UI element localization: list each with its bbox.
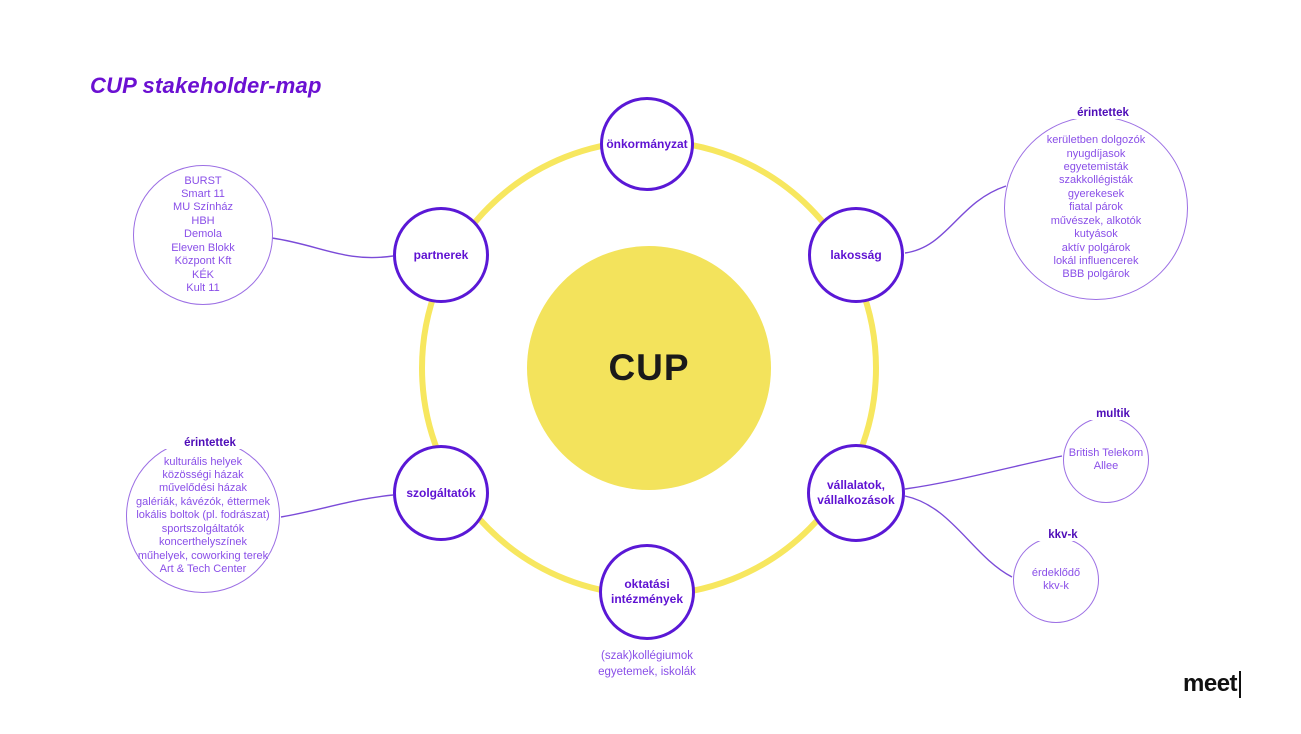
multik-items: British Telekom Allee <box>1068 446 1144 472</box>
node-partnerek-label: partnerek <box>413 247 469 262</box>
connector-partners-list <box>271 237 394 259</box>
center-cup-label: CUP <box>608 347 690 388</box>
szolgaltatok-erintettek-label: érintettek <box>126 437 294 449</box>
node-oktatasi-intezmenyek: oktatási intézmények <box>599 544 695 640</box>
lakossag-erintettek-items: kerületben dolgozók nyugdíjasok egyetemi… <box>1046 134 1146 281</box>
kkvk-label-text: kkv-k <box>1042 529 1084 541</box>
satellite-multik: British Telekom Allee <box>1063 417 1149 503</box>
node-szolgaltatok: szolgáltatók <box>393 445 489 541</box>
node-vallalatok: vállalatok, vállalkozások <box>807 444 905 542</box>
szolgaltatok-erintettek-label-text: érintettek <box>178 437 242 449</box>
node-onkormanyzat: önkormányzat <box>600 97 694 191</box>
kkvk-label: kkv-k <box>1013 529 1113 541</box>
lakossag-erintettek-label: érintettek <box>1004 107 1202 119</box>
logo-cursor-bar <box>1239 670 1242 698</box>
connector-lakossag-erintettek <box>904 185 1007 254</box>
lakossag-erintettek-label-text: érintettek <box>1071 107 1135 119</box>
satellite-partners-list: BURST Smart 11 MU Színház HBH Demola Ele… <box>133 165 273 305</box>
satellite-kkvk: érdeklődő kkv-k <box>1013 537 1099 623</box>
page-title: CUP stakeholder-map <box>90 73 322 98</box>
center-cup-circle: CUP <box>527 246 771 490</box>
satellite-lakossag-erintettek: kerületben dolgozók nyugdíjasok egyetemi… <box>1004 116 1188 300</box>
node-partnerek: partnerek <box>393 207 489 303</box>
connector-vallalatok-multik <box>904 455 1063 490</box>
szolgaltatok-erintettek-items: kulturális helyek közösségi házak művelő… <box>136 455 270 575</box>
node-lakossag-label: lakosság <box>830 247 882 262</box>
node-lakossag: lakosság <box>808 207 904 303</box>
oktatasi-list: (szak)kollégiumok egyetemek, iskolák <box>598 650 696 678</box>
partners-list-items: BURST Smart 11 MU Színház HBH Demola Ele… <box>171 174 235 294</box>
node-vallalatok-label: vállalatok, vállalkozások <box>817 478 895 507</box>
connector-vallalatok-kkvk <box>904 495 1013 578</box>
multik-label-text: multik <box>1090 408 1136 420</box>
multik-label: multik <box>1063 408 1163 420</box>
satellite-szolgaltatok-erintettek: kulturális helyek közösségi házak művelő… <box>126 439 280 593</box>
node-oktatasi-label: oktatási intézmények <box>610 577 684 606</box>
node-szolgaltatok-label: szolgáltatók <box>406 485 476 500</box>
connector-szolgaltatok-erintettek <box>280 494 394 518</box>
node-onkormanyzat-label: önkormányzat <box>606 136 688 151</box>
meet-logo: meet <box>1183 670 1242 698</box>
kkvk-items: érdeklődő kkv-k <box>1031 566 1081 592</box>
meet-logo-text: meet <box>1183 670 1238 697</box>
